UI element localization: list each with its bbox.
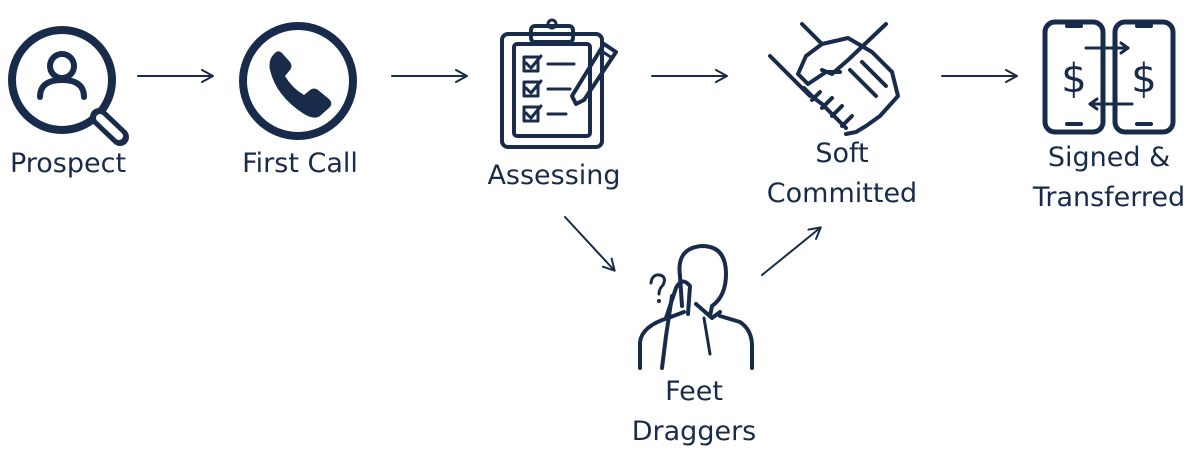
stage-label-first-call: First Call [242,148,358,179]
clipboard-checklist-icon [500,18,618,149]
stage-label-feet-draggers: Feet Draggers [631,376,757,447]
thinking-person-icon [638,244,754,370]
arrow-feet-draggers-to-soft-committed [761,226,822,276]
stage-label-soft-committed: Soft Committed [766,138,918,209]
phones-money-transfer-icon: $ $ [1042,19,1176,135]
phone-icon [239,22,357,140]
svg-text:$: $ [1061,56,1086,102]
svg-text:$: $ [1131,56,1156,102]
arrow-assessing-to-feet-draggers [564,216,616,272]
stage-label-signed-transferred: Signed & Transferred [1032,142,1186,213]
handshake-icon [768,22,900,136]
magnifier-person-icon [8,26,129,146]
flow-arrows [137,69,1018,276]
stage-label-prospect: Prospect [9,148,127,179]
stage-label-assessing: Assessing [487,160,621,191]
